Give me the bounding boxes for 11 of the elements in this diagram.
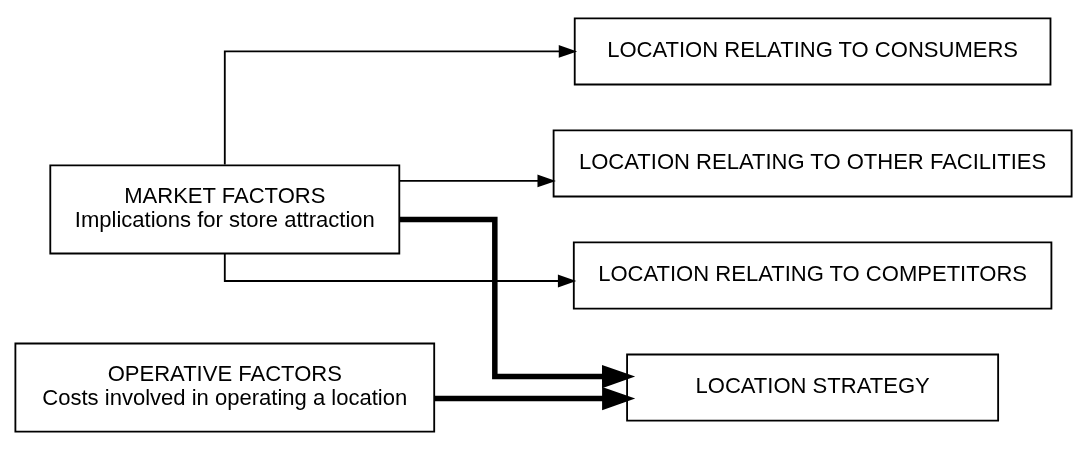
node-box: OPERATIVE FACTORS Costs involved in operating a location [14,342,436,433]
arrow [223,44,578,165]
arrow [398,173,556,187]
node-box: MARKET FACTORS Implications for store attraction [49,163,401,254]
node-box: LOCATION RELATING TO COMPETITORS [572,241,1053,309]
node-box: LOCATION RELATING TO CONSUMERS [573,16,1052,85]
node-box: LOCATION STRATEGY [626,353,1000,422]
arrow [434,386,636,410]
arrow [399,216,636,388]
node-box: LOCATION RELATING TO OTHER FACILITIES [552,129,1073,197]
arrow [223,252,577,287]
